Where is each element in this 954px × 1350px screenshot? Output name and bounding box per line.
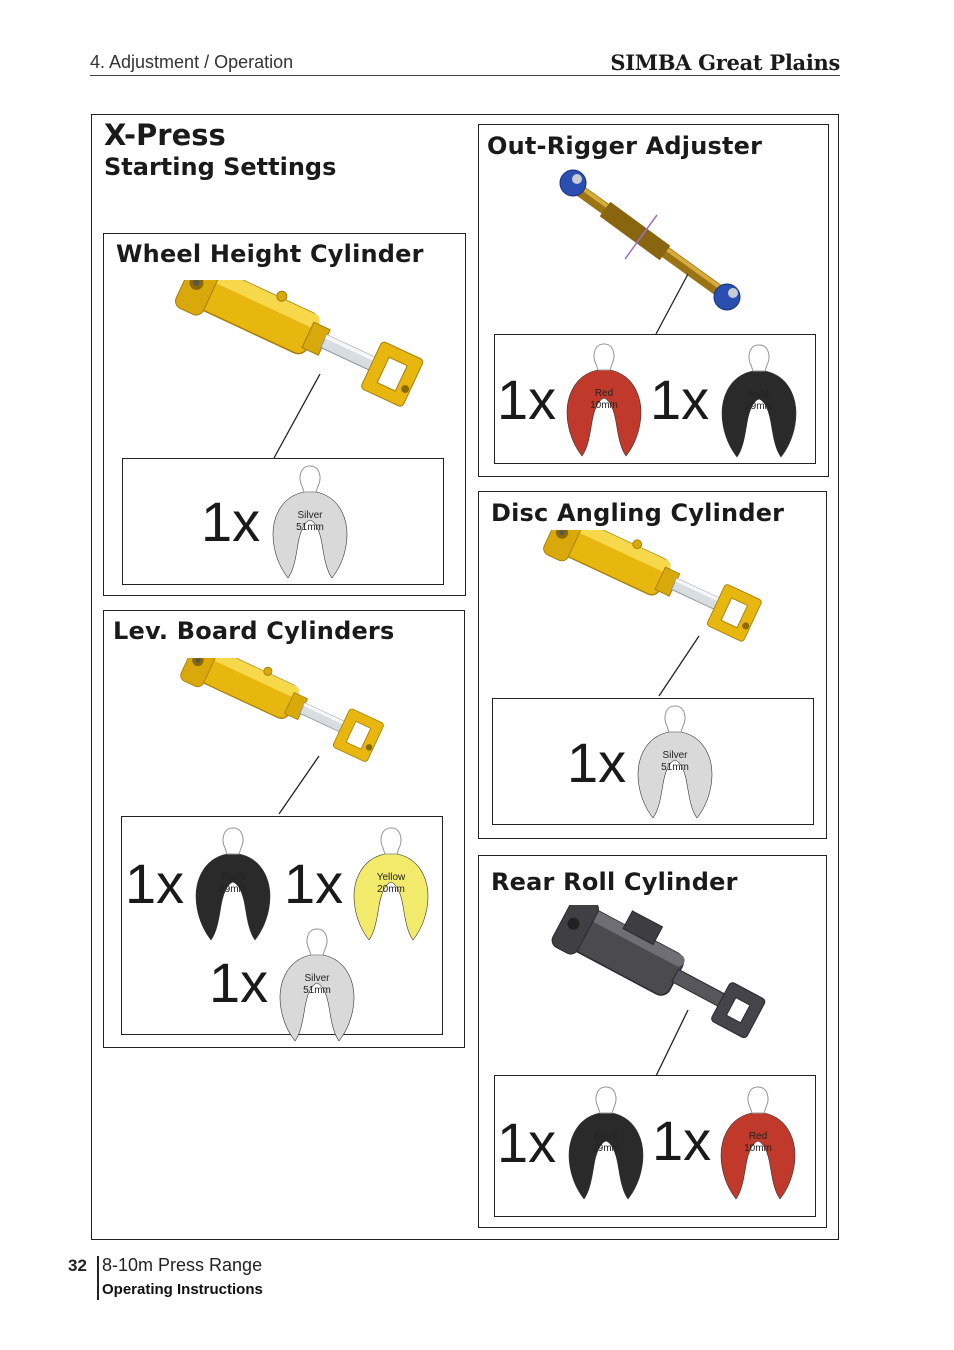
shim-qty: 1x bbox=[125, 852, 185, 915]
footer-title: 8-10m Press Range bbox=[102, 1255, 263, 1275]
rear-roll-cylinder-image bbox=[551, 905, 766, 1039]
panel-title-lev-board: Lev. Board Cylinders bbox=[113, 617, 395, 645]
section-heading: 4. Adjustment / Operation bbox=[90, 52, 294, 72]
shim-color-label: Yellow bbox=[376, 872, 406, 883]
shim-qty: 1x bbox=[201, 490, 261, 553]
shim-color-label: Silver bbox=[662, 750, 688, 761]
callout-line bbox=[655, 1009, 689, 1077]
shim-size-label: 29mm bbox=[745, 401, 773, 412]
shim-size-label: 10mm bbox=[744, 1143, 772, 1154]
panel-lev-board bbox=[103, 610, 465, 1048]
header-divider bbox=[90, 75, 840, 76]
shim-size-label: 20mm bbox=[377, 884, 405, 895]
shim-size-label: 29mm bbox=[219, 884, 247, 895]
panel-wheel-height bbox=[103, 233, 466, 596]
shim-size-label: 51mm bbox=[296, 522, 324, 533]
shim-size-label: 10mm bbox=[590, 400, 618, 411]
panel-disc-angling bbox=[478, 491, 827, 839]
shim-color-label: Red bbox=[594, 388, 614, 399]
settings-frame bbox=[91, 114, 839, 1240]
brand-logo: SIMBA Great Plains bbox=[610, 50, 840, 75]
callout-line bbox=[273, 373, 321, 459]
shim-color-label: Silver bbox=[304, 973, 330, 984]
shim-color-label: Red bbox=[748, 1131, 768, 1142]
callout-line bbox=[278, 755, 320, 815]
shim-size-label: 51mm bbox=[661, 762, 689, 773]
shim-qty: 1x bbox=[497, 1111, 557, 1174]
shim-qty: 1x bbox=[497, 368, 557, 431]
shim-color-label: Black bbox=[593, 1131, 619, 1142]
shim-color-label: Black bbox=[746, 389, 772, 400]
panel-rear-roll bbox=[478, 855, 827, 1228]
page-number: 32 bbox=[68, 1256, 87, 1275]
shim-qty: 1x bbox=[567, 731, 627, 794]
shim-qty: 1x bbox=[209, 951, 269, 1014]
shim-size-label: 51mm bbox=[303, 985, 331, 996]
shim-qty: 1x bbox=[284, 852, 344, 915]
shim-color-label: Silver bbox=[297, 510, 323, 521]
shim-color-label: Black bbox=[220, 872, 246, 883]
page-subtitle: Starting Settings bbox=[104, 153, 337, 181]
footer-subtitle: Operating Instructions bbox=[102, 1281, 263, 1298]
shim-size-label: 29mm bbox=[592, 1143, 620, 1154]
callout-line bbox=[655, 273, 689, 335]
page-title: X-Press bbox=[104, 118, 226, 152]
shim-qty: 1x bbox=[652, 1109, 712, 1172]
callout-line bbox=[658, 635, 700, 697]
footer-divider bbox=[97, 1256, 99, 1300]
panel-title-out-rigger: Out-Rigger Adjuster bbox=[487, 132, 763, 160]
panel-out-rigger bbox=[478, 124, 829, 477]
panel-title-rear-roll: Rear Roll Cylinder bbox=[491, 868, 738, 896]
panel-title-disc-angling: Disc Angling Cylinder bbox=[491, 499, 785, 527]
shim-qty: 1x bbox=[650, 368, 710, 431]
panel-title-wheel-height: Wheel Height Cylinder bbox=[116, 240, 424, 268]
out-rigger-adjuster-image bbox=[559, 169, 741, 311]
